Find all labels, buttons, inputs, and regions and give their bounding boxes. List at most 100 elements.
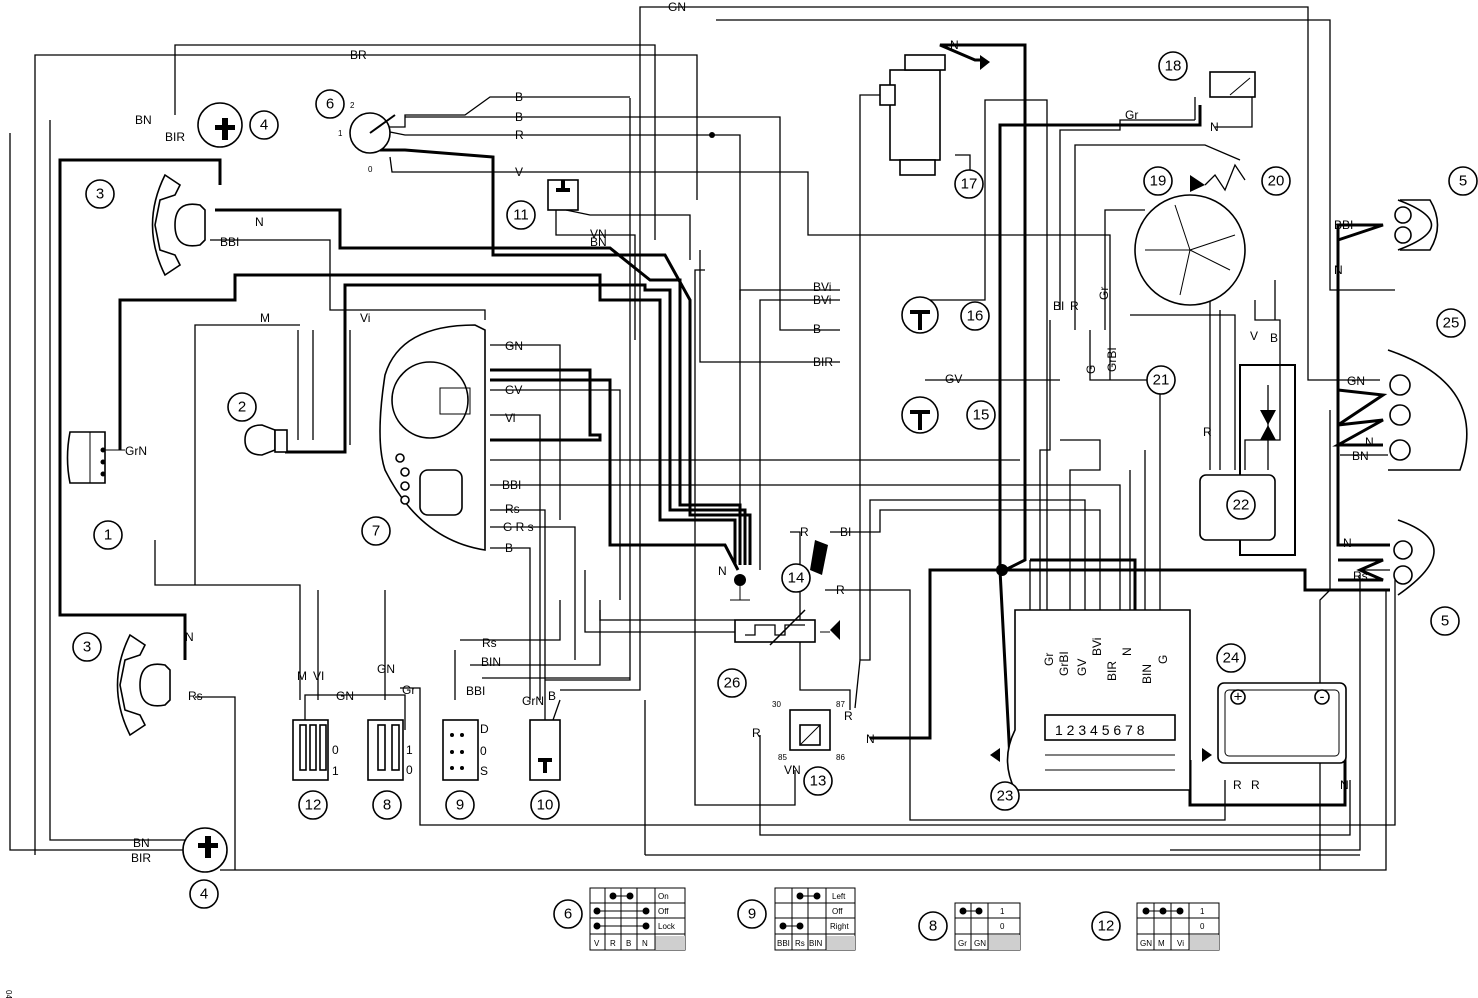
- switch-12: [292, 719, 329, 781]
- horn-4-bottom: [182, 827, 228, 873]
- svg-text:0: 0: [480, 744, 487, 758]
- svg-text:Rs: Rs: [505, 502, 520, 516]
- callout-13: 13: [803, 766, 833, 796]
- svg-text:V: V: [1250, 329, 1258, 343]
- callout-4b: 4: [189, 879, 219, 909]
- svg-text:86: 86: [836, 753, 845, 762]
- svg-text:BR: BR: [350, 48, 367, 62]
- svg-text:S: S: [480, 764, 488, 778]
- svg-text:5: 5: [1441, 613, 1449, 630]
- svg-text:Gr: Gr: [1097, 287, 1111, 300]
- svg-text:Vi: Vi: [505, 411, 515, 425]
- svg-text:VN: VN: [590, 227, 607, 241]
- svg-text:N: N: [1343, 536, 1352, 550]
- callout-24: 24: [1216, 643, 1246, 673]
- svg-text:9: 9: [456, 797, 464, 814]
- svg-text:N: N: [950, 38, 959, 52]
- svg-text:9: 9: [748, 906, 756, 923]
- svg-text:M: M: [1158, 939, 1165, 948]
- svg-text:R: R: [836, 583, 845, 597]
- callout-23: 23: [990, 781, 1020, 811]
- svg-text:1: 1: [1200, 907, 1205, 916]
- switch-16: [901, 296, 939, 334]
- svg-text:N: N: [1334, 263, 1343, 277]
- svg-text:14: 14: [788, 570, 805, 587]
- svg-text:BVi: BVi: [813, 280, 831, 294]
- relay-13: [789, 709, 831, 751]
- svg-text:4: 4: [260, 117, 268, 134]
- svg-text:19: 19: [1150, 173, 1167, 190]
- svg-text:R: R: [800, 525, 809, 539]
- svg-text:23: 23: [997, 788, 1014, 805]
- svg-text:GrN: GrN: [125, 444, 147, 458]
- svg-text:Rs: Rs: [1353, 569, 1368, 583]
- instrument-cluster-7: [379, 324, 486, 551]
- ecu-pin-numbers: 1 2 3 4 5 6 7 8: [1055, 722, 1145, 738]
- callout-7: 7: [361, 516, 391, 546]
- svg-text:GV: GV: [1075, 659, 1089, 676]
- svg-text:Rs: Rs: [482, 636, 497, 650]
- svg-text:BBI: BBI: [466, 684, 485, 698]
- pickup-20: [1190, 163, 1246, 192]
- svg-text:Gr: Gr: [402, 683, 415, 697]
- regulator-22: [1199, 364, 1296, 556]
- svg-text:BIN: BIN: [481, 655, 501, 669]
- svg-text:N: N: [1340, 778, 1349, 792]
- svg-text:8: 8: [929, 918, 937, 935]
- svg-text:R: R: [752, 726, 761, 740]
- switch-11: [547, 179, 579, 211]
- fuel-sender-26: [734, 609, 816, 646]
- svg-text:N: N: [255, 215, 264, 229]
- svg-text:Left: Left: [832, 892, 846, 901]
- svg-text:Vi: Vi: [360, 311, 370, 325]
- callout-18: 18: [1158, 51, 1188, 81]
- svg-text:BIN: BIN: [809, 939, 823, 948]
- svg-text:R: R: [1070, 299, 1079, 313]
- bulb-2: [244, 424, 288, 456]
- svg-text:M: M: [260, 311, 270, 325]
- stator-19: [1134, 194, 1246, 306]
- svg-text:Off: Off: [832, 907, 843, 916]
- svg-text:VN: VN: [784, 763, 801, 777]
- svg-text:+: +: [1234, 689, 1243, 706]
- callout-16: 16: [960, 301, 990, 331]
- svg-text:20: 20: [1268, 173, 1285, 190]
- svg-text:Rs: Rs: [795, 939, 805, 948]
- switch-8: [367, 719, 404, 781]
- callout-2: 2: [227, 392, 257, 422]
- svg-text:B: B: [515, 90, 523, 104]
- svg-text:15: 15: [973, 407, 990, 424]
- svg-text:BN: BN: [1352, 449, 1369, 463]
- callout-3a: 3: [85, 179, 115, 209]
- svg-text:BVi: BVi: [1090, 638, 1104, 656]
- svg-text:BIR: BIR: [131, 851, 151, 865]
- svg-text:1: 1: [406, 743, 413, 757]
- svg-text:B: B: [515, 110, 523, 124]
- svg-text:3: 3: [96, 186, 104, 203]
- callout-9: 9: [445, 790, 475, 820]
- svg-text:BVi: BVi: [813, 293, 831, 307]
- callout-14: 14: [781, 563, 811, 593]
- svg-text:87: 87: [836, 700, 845, 709]
- svg-text:M: M: [297, 669, 307, 683]
- callout-6: 6: [315, 89, 345, 119]
- callout-10: 10: [530, 790, 560, 820]
- svg-text:V: V: [515, 165, 523, 179]
- svg-text:BBI: BBI: [502, 478, 521, 492]
- svg-text:BIR: BIR: [165, 130, 185, 144]
- svg-text:1: 1: [332, 764, 339, 778]
- svg-text:16: 16: [967, 308, 984, 325]
- svg-text:N: N: [1120, 647, 1134, 656]
- lamp-25: [1387, 349, 1468, 471]
- svg-text:GrN: GrN: [522, 694, 544, 708]
- svg-text:0: 0: [1000, 922, 1005, 931]
- svg-text:GV: GV: [945, 372, 962, 386]
- svg-text:Off: Off: [658, 907, 669, 916]
- svg-text:GrBI: GrBI: [1105, 347, 1119, 372]
- indicator-3-bottom: [116, 633, 171, 737]
- svg-text:1: 1: [104, 527, 112, 544]
- svg-text:17: 17: [961, 176, 978, 193]
